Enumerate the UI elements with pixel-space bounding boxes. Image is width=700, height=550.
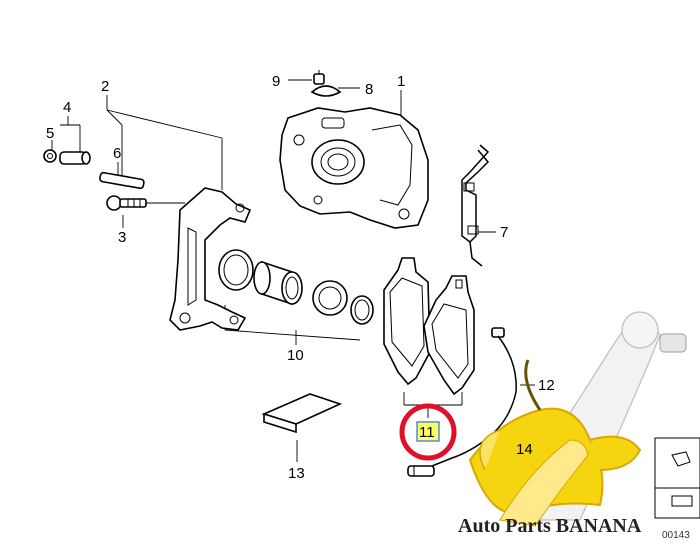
callout-9: 9	[272, 73, 280, 90]
callout-12: 12	[538, 377, 555, 394]
highlight-box	[416, 421, 440, 442]
wear-sensor-part	[407, 327, 517, 477]
guide-pin-part	[99, 171, 145, 190]
anti-rattle-spring-part	[461, 144, 490, 267]
callout-3: 3	[118, 229, 126, 246]
callout-11: 11	[419, 424, 435, 441]
callout-6: 6	[113, 145, 121, 162]
dust-cap-part	[310, 85, 342, 97]
piston-seal-kit-part	[218, 249, 374, 325]
caliper-housing-part	[279, 107, 429, 229]
corner-code: 00143	[662, 530, 690, 541]
nut-part	[43, 149, 57, 163]
watermark-text: Auto Parts BANANA	[458, 515, 642, 537]
callout-14: 14	[516, 441, 533, 458]
callout-10: 10	[287, 347, 304, 364]
leader-lines	[51, 79, 535, 462]
caliper-carrier-part	[169, 187, 252, 331]
bleed-screw-part	[313, 70, 325, 85]
callout-2: 2	[101, 78, 109, 95]
highlight-circle	[399, 403, 457, 461]
bolt-part	[106, 195, 185, 211]
callout-labels: 1 2 3 4 5 6 7 8 9 10 11 12 13 14 00143	[46, 73, 690, 541]
callout-7: 7	[500, 224, 508, 241]
callout-5: 5	[46, 125, 54, 142]
callout-4: 4	[63, 99, 71, 116]
callout-13: 13	[288, 465, 305, 482]
callout-1: 1	[397, 73, 405, 90]
guide-sleeve-part	[59, 151, 91, 165]
brake-pad-set-part	[383, 257, 475, 396]
grease-packet-part	[261, 393, 343, 434]
banana-watermark-logo	[468, 311, 700, 527]
callout-8: 8	[365, 81, 373, 98]
